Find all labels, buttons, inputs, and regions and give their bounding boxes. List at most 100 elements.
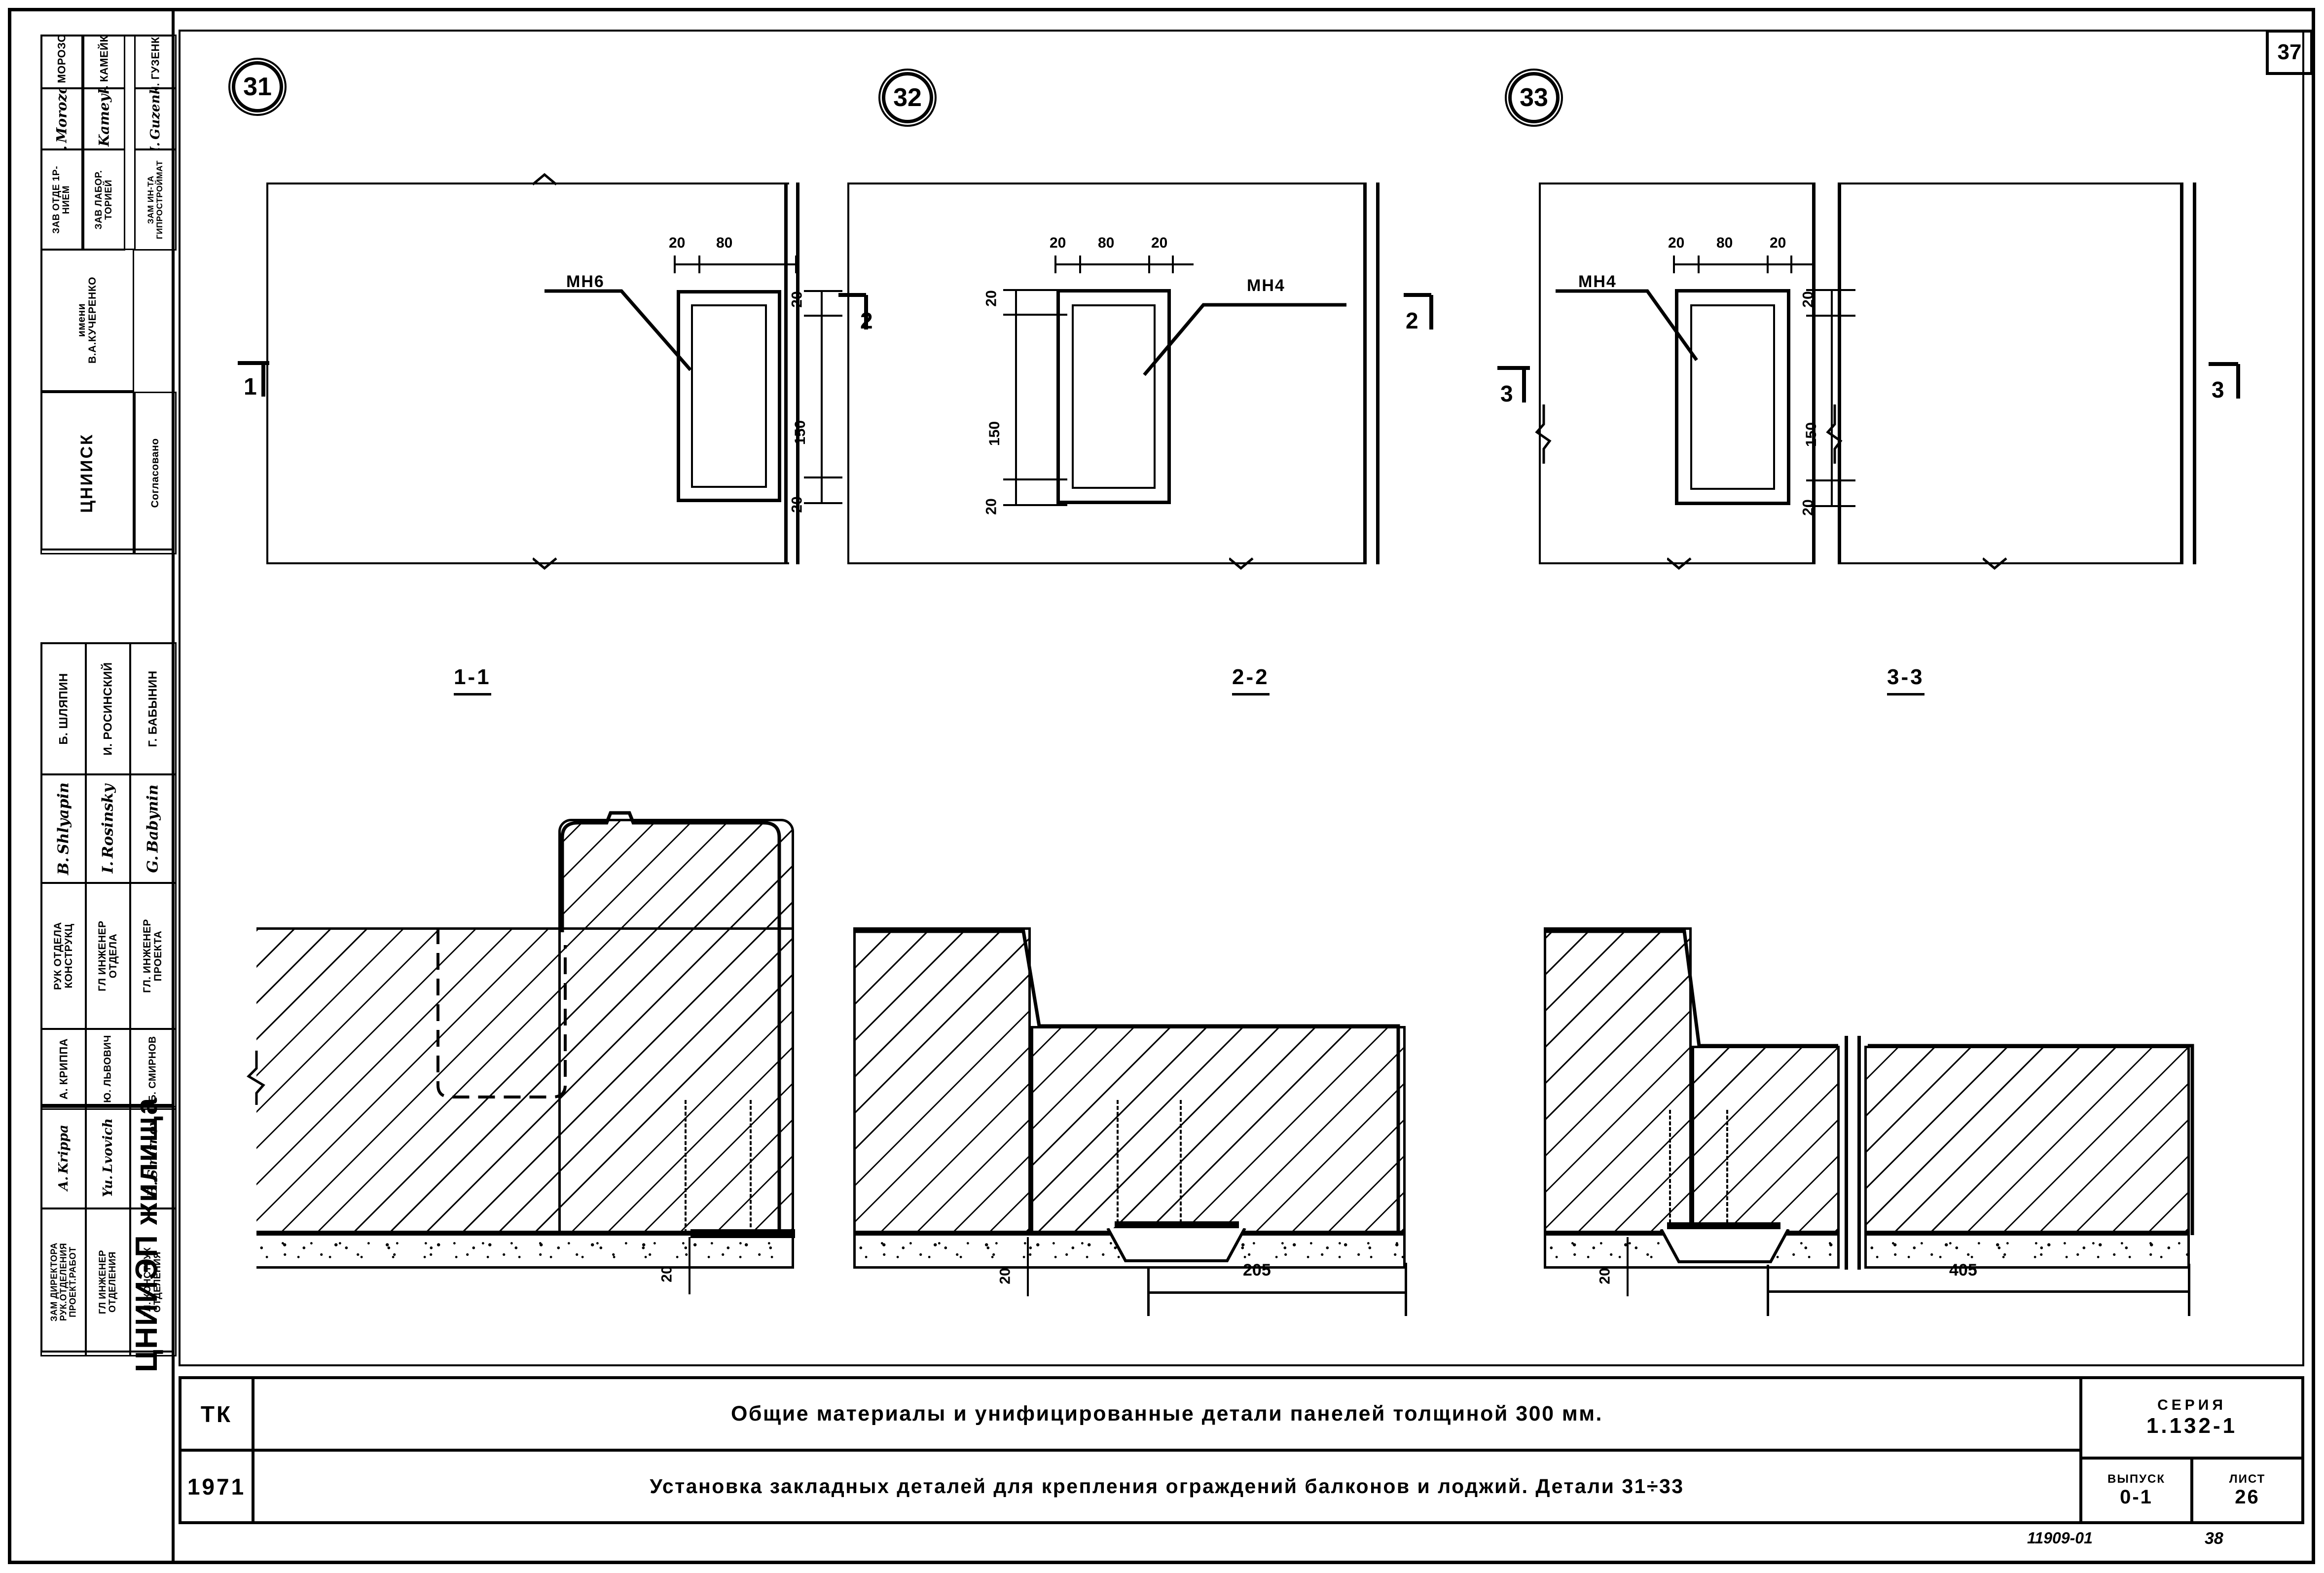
title-block-line2: Установка закладных деталей для креплени… <box>650 1475 1684 1498</box>
embed-dash-3b <box>1726 1110 1728 1223</box>
panel33-left-edge <box>1539 183 1541 564</box>
dim32-top-1: 80 <box>1098 235 1115 251</box>
embed-label-32: МН4 <box>1247 276 1285 295</box>
stamp-name-5: Г. БАБЫНИН <box>129 642 177 775</box>
dim31-right-2: 20 <box>789 496 805 513</box>
detail-bubble-33[interactable]: 33 <box>1505 69 1563 127</box>
embed-part-31 <box>677 290 781 502</box>
section-title-3-3: 3-3 <box>1887 665 1925 695</box>
dimline31-top <box>675 263 798 265</box>
panel32-top-edge <box>847 183 1365 184</box>
dim33-right-0: 20 <box>1800 291 1816 308</box>
notch-31 <box>533 173 557 185</box>
embed-part-32 <box>1056 289 1171 504</box>
dim205-line <box>1148 1291 1407 1294</box>
dim405-tick-a <box>1767 1265 1769 1316</box>
signature-3: B. Shlyapin <box>55 782 73 875</box>
dim32-top-2: 20 <box>1151 235 1168 251</box>
signature-1: V. Kameyko <box>96 88 112 150</box>
dim31-top-0: 20 <box>669 235 686 251</box>
panel31-left-edge <box>266 183 268 564</box>
approve-label: Согласовано <box>149 438 161 508</box>
detail-bubble-32[interactable]: 32 <box>878 69 937 127</box>
dimline32-left <box>1015 290 1017 506</box>
sheet-value: 26 <box>2235 1486 2260 1508</box>
title-block-year: 1971 <box>187 1473 246 1500</box>
panel-joint-3 <box>1845 1036 1848 1270</box>
leader-line-33 <box>1556 289 1698 362</box>
dim-3-3-left: 20 <box>1597 1268 1613 1284</box>
panel33-right-edge2 <box>2193 183 2196 564</box>
panel31-right-edge <box>784 183 788 564</box>
dimtick32b <box>1079 256 1081 273</box>
anchor-plate-1 <box>690 1229 795 1238</box>
dimtick31b <box>698 256 700 273</box>
stamp-person-name-2: М. ГУЗЕНКО <box>149 35 162 89</box>
leader-line-32 <box>1143 303 1346 376</box>
svg-text:3: 3 <box>2212 377 2224 402</box>
org-logo-cniiep: ЦНИИЭП жилища <box>130 1097 164 1372</box>
dim33-tickline <box>1627 1237 1629 1296</box>
dim-2-2-left: 20 <box>997 1268 1014 1284</box>
detail-bubble-31[interactable]: 31 <box>228 58 287 116</box>
org-sub-cell-cniisk: имени В.А.КУЧЕРЕНКО <box>40 249 134 392</box>
stamp-role-3b: А. КРИППА <box>40 1028 87 1110</box>
dim-2-2-bottom: 205 <box>1243 1261 1271 1280</box>
section3-profile <box>1544 929 2194 1235</box>
dim22-tickline <box>1027 1237 1029 1296</box>
title-block-line1: Общие материалы и унифицированные детали… <box>254 1379 2079 1452</box>
concrete-body-2b <box>1031 1026 1406 1233</box>
dimtick33g <box>1806 479 1855 481</box>
dimtick33b <box>1698 256 1700 273</box>
stamp-role-1: ЗАВ ЛАБОР.ТОРИЕЙ <box>83 149 125 251</box>
stamp-sign-0: A. Morozov <box>40 88 83 150</box>
panel-joint-3b <box>1857 1036 1861 1270</box>
embed-pocket-3 <box>1660 1229 1790 1263</box>
concrete-body-3c <box>1864 1046 2190 1233</box>
title-block-middle: Общие материалы и унифицированные детали… <box>254 1379 2079 1521</box>
stamp-role-label-1: ЗАВ ЛАБОР.ТОРИЕЙ <box>94 170 114 230</box>
svg-text:1: 1 <box>244 374 257 400</box>
dim32-top-0: 20 <box>1050 235 1066 251</box>
dimtick32a <box>1054 256 1056 273</box>
notch-31-bottom <box>533 557 557 570</box>
notch-33-bottom <box>1667 557 1692 570</box>
dim205-tick-a <box>1147 1269 1150 1316</box>
dimtick33e <box>1806 289 1855 291</box>
section-title-1-1: 1-1 <box>454 665 491 695</box>
org-name-cell-cniisk: ЦНИИСК <box>40 392 134 554</box>
footer-page-number: 38 <box>2205 1529 2223 1548</box>
panel33-right-edge <box>2180 183 2183 564</box>
series-value: 1.132-1 <box>2146 1414 2238 1438</box>
section2-profile <box>854 929 1400 1235</box>
dim32-left-0: 20 <box>983 290 1000 307</box>
dimtick32g <box>1003 478 1067 480</box>
sheet-label: ЛИСТ <box>2229 1472 2266 1486</box>
dim32-left-1: 150 <box>986 421 1003 446</box>
embed-dash-2 <box>1117 1100 1119 1223</box>
approve-cell: Согласовано <box>134 392 177 554</box>
stamp-name-3: Б. ШЛЯПИН <box>40 642 87 775</box>
embed-label-33: МН4 <box>1578 272 1617 291</box>
embed-dash-1b <box>750 1100 752 1233</box>
dimtick31f <box>804 476 842 478</box>
embed-dash-3 <box>1669 1110 1671 1223</box>
leader-line-31 <box>545 289 692 371</box>
stamp-sign-4: I. Rosinsky <box>85 773 131 884</box>
panel33-mid-edge1 <box>1812 183 1816 564</box>
section-mark-31-right: 2 <box>837 286 878 333</box>
dimline33-right <box>1831 290 1833 506</box>
dim33-right-2: 20 <box>1800 499 1816 516</box>
panel33b-top-edge <box>1838 183 2183 184</box>
svg-text:3: 3 <box>1500 381 1513 406</box>
dimline33-top <box>1674 263 1813 265</box>
footer-drawing-code: 11909-01 <box>2027 1529 2093 1547</box>
dimtick31g <box>804 502 842 504</box>
stamp-person-name-0: Н. МОРОЗОВ <box>55 35 68 89</box>
